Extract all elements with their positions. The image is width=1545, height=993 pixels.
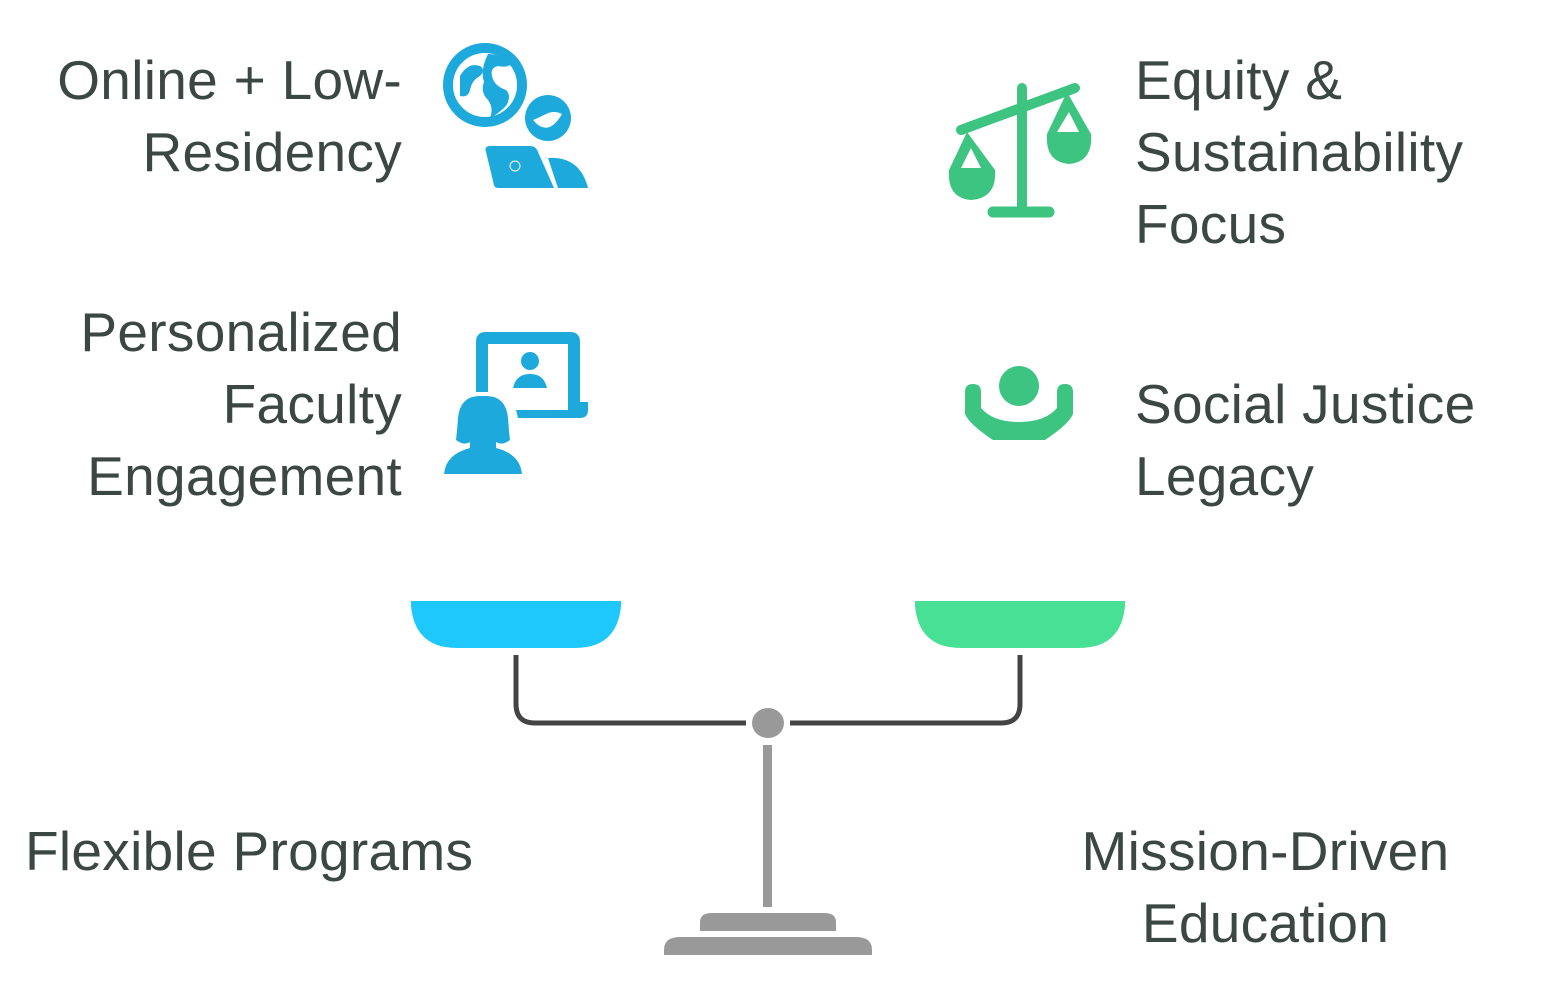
item-label-line: Faculty [222, 373, 402, 435]
left-category-label: Flexible Programs [25, 815, 473, 887]
item-label-line: Personalized [80, 301, 402, 363]
item-label-line: Social Justice [1135, 373, 1476, 435]
category-label-line: Flexible Programs [25, 820, 474, 882]
globe-person-laptop-icon [443, 43, 588, 188]
beam-left-arm [513, 655, 746, 726]
pivot-knob [752, 708, 784, 738]
item-label-line: Equity & [1135, 49, 1343, 111]
category-label-line: Mission-Driven [1081, 820, 1450, 882]
winner-ribbon-person-icon [965, 366, 1073, 440]
left-item-online-low-residency: Online + Low- Residency [57, 44, 402, 188]
right-scale-pan [915, 601, 1125, 648]
right-item-equity-sustainability: Equity & Sustainability Focus [1135, 44, 1463, 260]
video-call-person-icon [444, 332, 588, 474]
right-item-social-justice: Social Justice Legacy [1135, 368, 1475, 512]
item-label-line: Online + Low- [57, 49, 402, 111]
left-scale-pan [411, 601, 621, 648]
scales-of-justice-icon [948, 83, 1092, 218]
right-category-label: Mission-Driven Education [1068, 815, 1463, 959]
item-label-line: Focus [1135, 193, 1287, 255]
item-label-line: Engagement [87, 445, 402, 507]
stand-base-upper [700, 913, 836, 931]
beam-right-arm [790, 655, 1023, 726]
item-label-line: Sustainability [1135, 121, 1464, 183]
item-label-line: Residency [142, 121, 402, 183]
left-item-personalized-faculty: Personalized Faculty Engagement [80, 296, 402, 512]
stand-post [763, 745, 772, 907]
stand-base-lower [664, 937, 872, 955]
category-label-line: Education [1141, 892, 1390, 954]
item-label-line: Legacy [1135, 445, 1315, 507]
